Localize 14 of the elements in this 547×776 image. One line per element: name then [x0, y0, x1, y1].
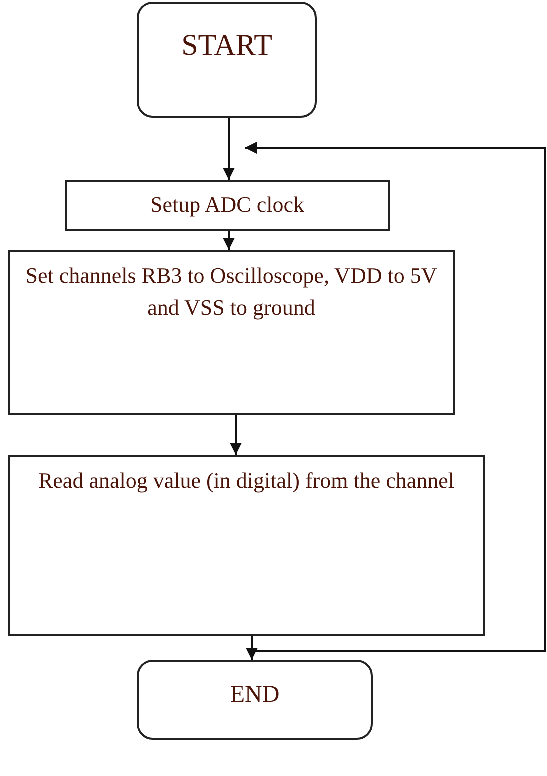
node-text: Setup ADC clock [150, 191, 304, 219]
arrow [223, 231, 235, 250]
arrow [230, 415, 242, 455]
process-box [65, 180, 390, 231]
arrow [223, 118, 235, 180]
node-text: START [182, 28, 272, 64]
process-box [8, 250, 455, 415]
terminal-box [137, 660, 373, 740]
node-text: Read analog value (in digital) from the channel [38, 467, 454, 495]
process-box [8, 455, 485, 636]
terminal-box [137, 2, 317, 118]
node-text: Set channels RB3 to Oscilloscope, VDD to 5V and VSS to ground [24, 262, 438, 322]
loop-arrow [245, 142, 546, 652]
node-text: END [230, 681, 280, 710]
